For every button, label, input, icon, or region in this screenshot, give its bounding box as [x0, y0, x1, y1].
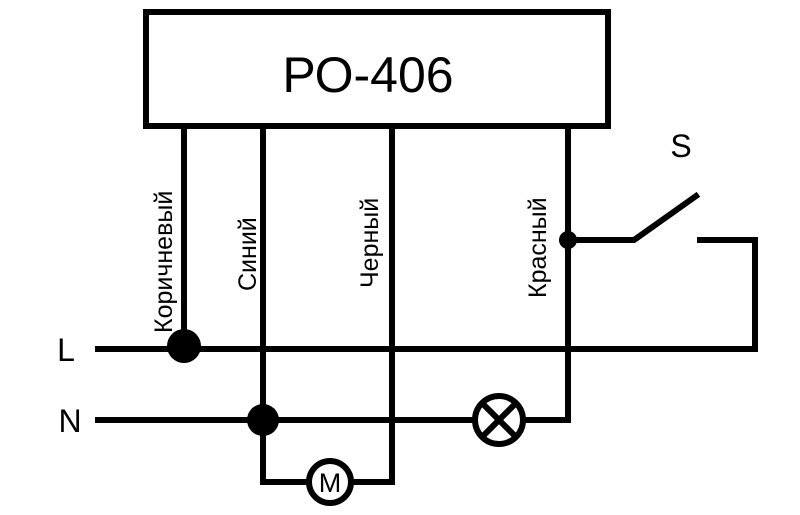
wire-label-black: Черный — [356, 198, 384, 288]
black-wire — [349, 123, 395, 485]
label-S: S — [670, 128, 691, 164]
junction-N — [247, 404, 279, 436]
lamp-icon — [472, 393, 526, 447]
junction-L — [167, 329, 201, 363]
motor-icon: M — [306, 458, 354, 506]
wire-label-blue: Синий — [234, 217, 262, 291]
wire-label-red: Красный — [524, 197, 552, 298]
label-L: L — [57, 332, 75, 368]
label-N: N — [58, 403, 81, 439]
wire-label-brown: Коричневый — [150, 191, 178, 333]
line-L — [95, 237, 758, 352]
relay-box — [143, 9, 611, 129]
junction-red — [559, 231, 577, 249]
switch-lead — [565, 191, 701, 243]
blue-wire — [260, 123, 311, 485]
motor-symbol: M — [319, 468, 342, 498]
red-wire — [521, 123, 571, 423]
relay-title: РО-406 — [282, 47, 453, 103]
